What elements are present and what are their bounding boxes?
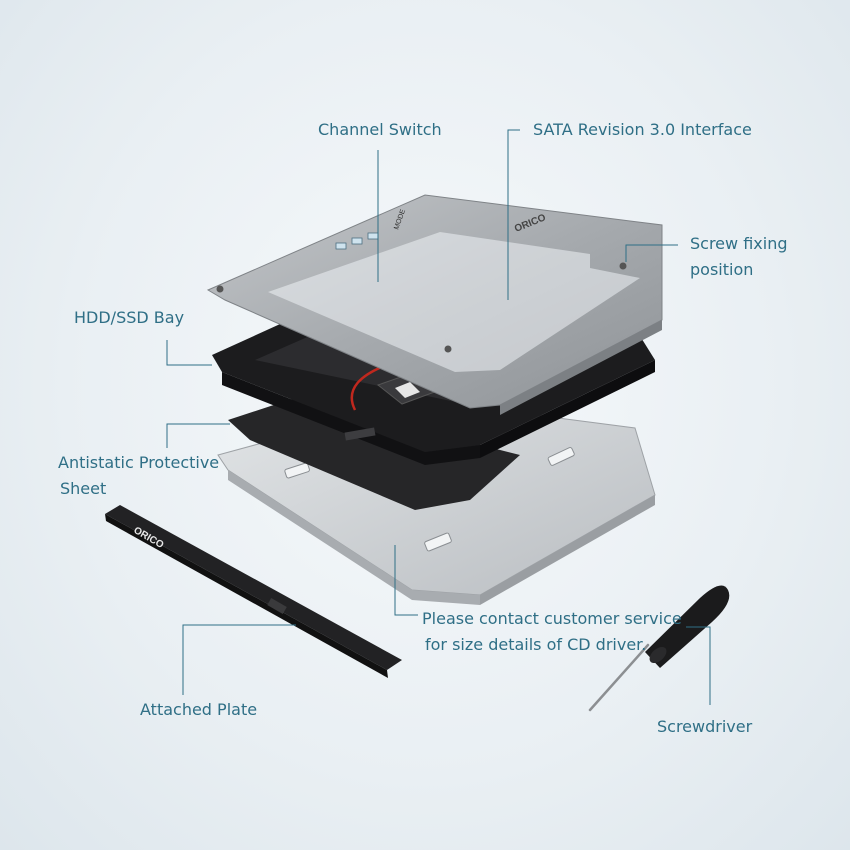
callout-channel-switch: Channel Switch	[318, 117, 442, 143]
leader-lines	[166, 129, 711, 705]
callout-hdd-ssd-bay-text: HDD/SSD Bay	[74, 308, 185, 327]
callout-sata-interface: SATA Revision 3.0 Interface	[533, 117, 752, 143]
callout-sata-interface-text: SATA Revision 3.0 Interface	[533, 120, 752, 139]
callout-screw-fixing-line2: position	[690, 260, 754, 279]
leader-screw-fixing	[625, 244, 678, 262]
leader-antistatic	[166, 423, 230, 448]
leader-hdd-bay	[166, 340, 212, 366]
leader-screwdriver	[686, 626, 711, 705]
leader-attached-plate	[182, 624, 296, 695]
callout-antistatic-line2: Sheet	[60, 479, 107, 498]
callout-antistatic-line1: Antistatic Protective	[58, 453, 220, 472]
callout-screw-fixing-line1: Screw fixing	[690, 234, 788, 253]
callout-attached-plate: Attached Plate	[140, 697, 257, 723]
callout-screwdriver-text: Screwdriver	[657, 717, 753, 736]
callout-channel-switch-text: Channel Switch	[318, 120, 442, 139]
callout-screw-fixing: Screw fixing position	[690, 231, 787, 283]
antistatic-sheet	[228, 398, 520, 510]
callout-antistatic: Antistatic Protective Sheet	[58, 450, 219, 502]
callout-contact-line1: Please contact customer service	[422, 609, 682, 628]
leader-contact	[394, 545, 418, 616]
callout-attached-plate-text: Attached Plate	[140, 700, 258, 719]
callout-contact-line2: for size details of CD driver.	[425, 635, 647, 654]
callout-screwdriver: Screwdriver	[657, 714, 752, 740]
leader-sata-interface	[507, 129, 520, 300]
callout-contact-service: Please contact customer service for size…	[422, 606, 682, 658]
callout-hdd-ssd-bay: HDD/SSD Bay	[74, 305, 184, 331]
top-frame: ORICO MODE	[206, 194, 663, 415]
